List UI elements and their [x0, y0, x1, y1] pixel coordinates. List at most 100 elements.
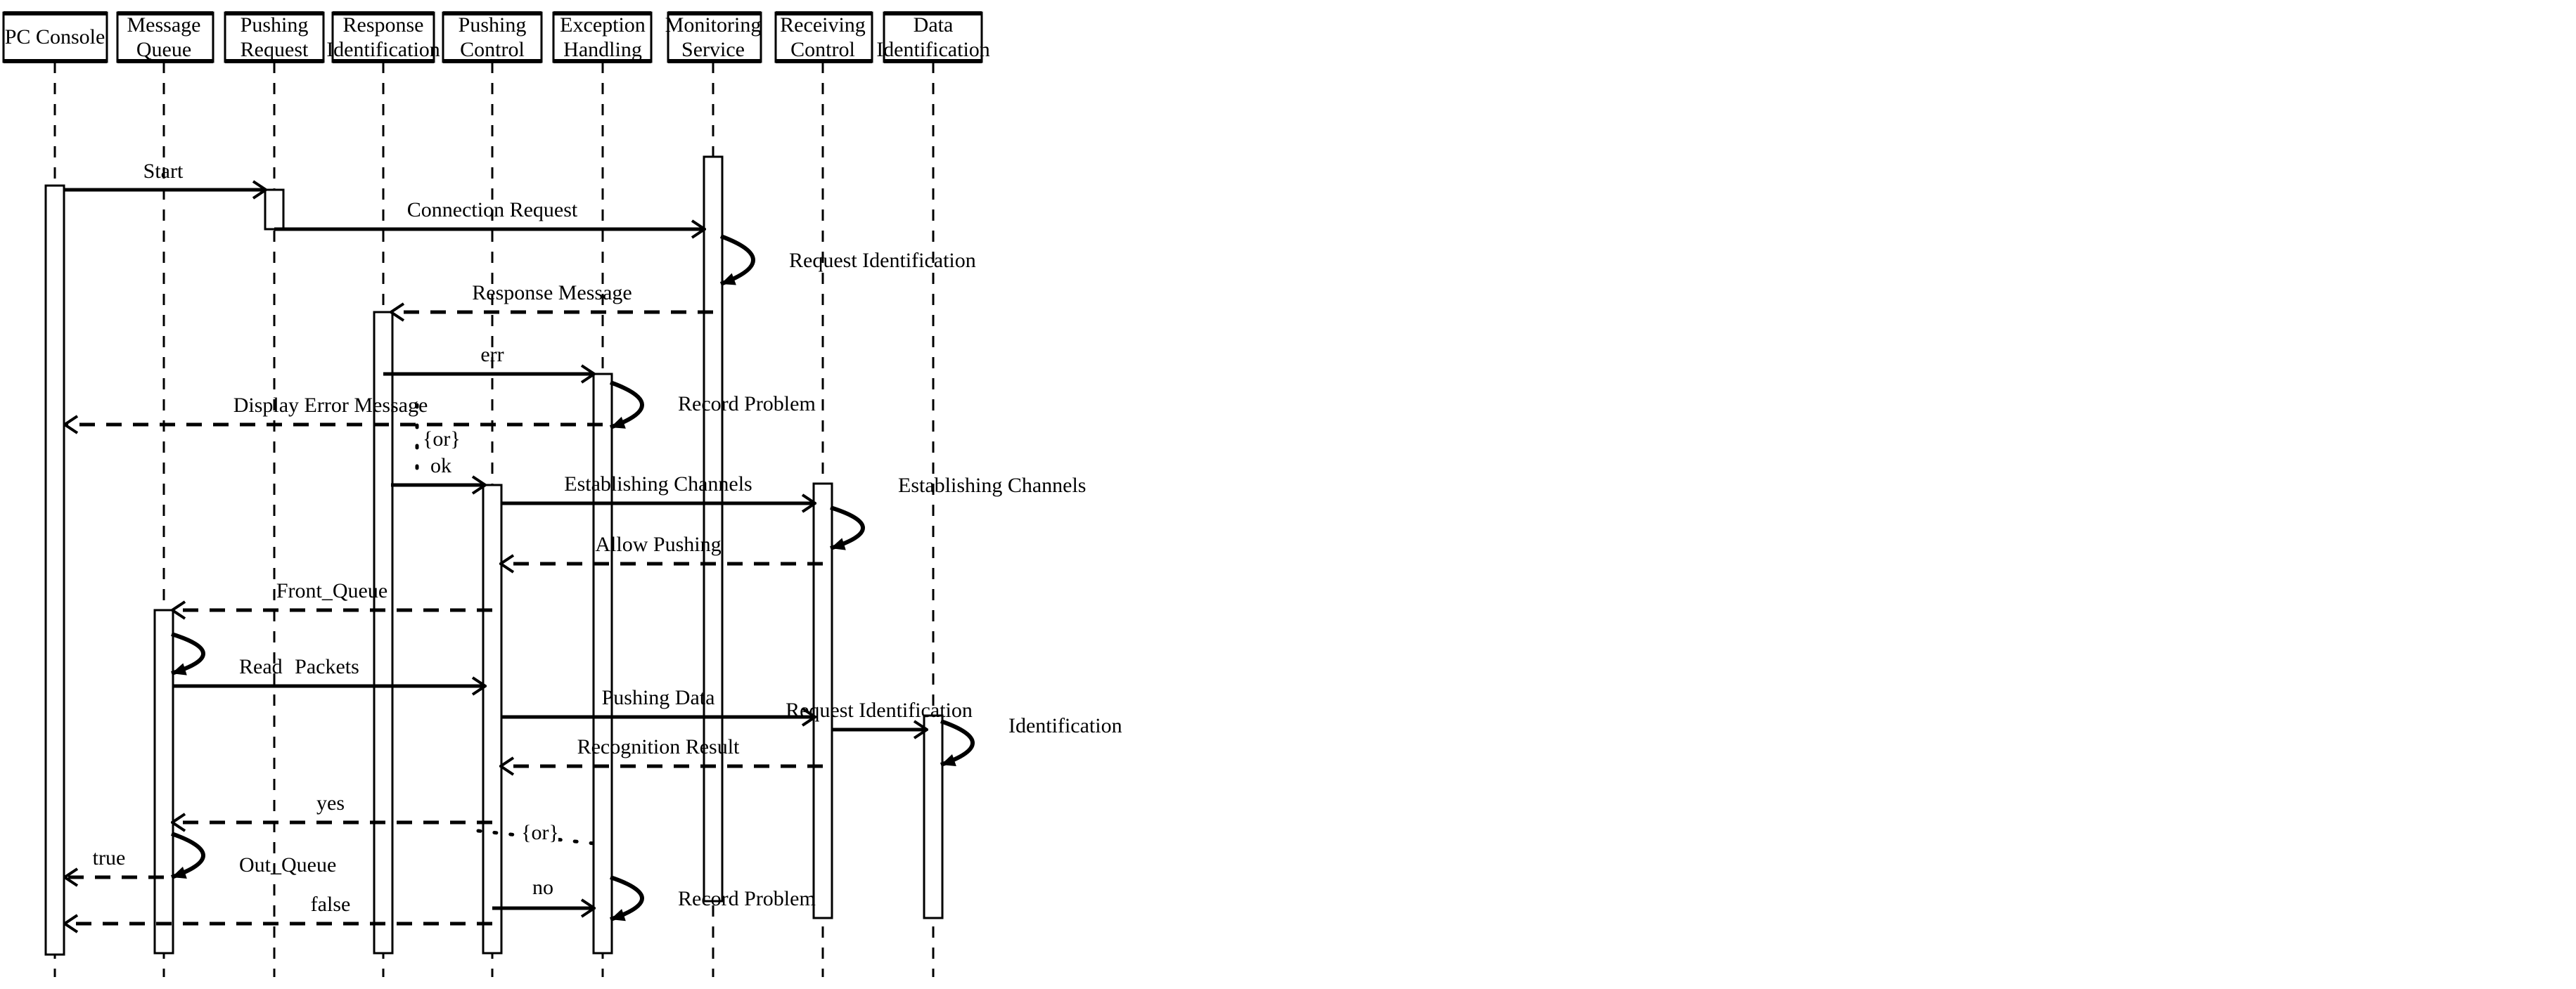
- message-label: Response Message: [472, 281, 632, 304]
- self-message-arc: [940, 719, 975, 767]
- message-label: false: [311, 893, 351, 916]
- message-label: Start: [143, 160, 184, 183]
- msg-false[interactable]: false: [65, 893, 492, 924]
- lifeline-label-line2: Handling: [563, 38, 642, 61]
- message-label: Request Identification: [786, 699, 973, 722]
- msg-start[interactable]: Start: [65, 160, 266, 190]
- or-label: {or}: [521, 821, 559, 844]
- self-message-label: Identification: [1008, 714, 1122, 737]
- self-message-label: Record Problem: [678, 392, 816, 415]
- self-message-label: Record Problem: [678, 887, 816, 910]
- self-message-label: Establishing Channels: [898, 474, 1086, 497]
- act-pushing-control[interactable]: [482, 484, 503, 955]
- act-response-identification[interactable]: [373, 311, 394, 955]
- message-label: Display Error Message: [233, 394, 428, 417]
- act-data-identification[interactable]: [923, 714, 944, 919]
- lifeline-label-line2: Request: [241, 38, 309, 61]
- act-pushing-request-small[interactable]: [264, 188, 285, 231]
- lifeline-box[interactable]: [883, 11, 983, 63]
- self-request-identification-mon[interactable]: Request Identification: [719, 234, 976, 286]
- self-message-arc: [171, 832, 205, 879]
- lifeline-label-line1: Exception: [560, 13, 646, 37]
- msg-pushing-data[interactable]: Pushing Data: [501, 686, 815, 717]
- msg-no[interactable]: no: [492, 876, 594, 908]
- message-label: true: [93, 846, 126, 870]
- msg-packets[interactable]: Packets: [172, 655, 485, 686]
- msg-front-queue[interactable]: Front_Queue: [172, 579, 492, 610]
- message-label: Allow Pushing: [595, 533, 721, 556]
- lifeline-label: PC Console: [5, 25, 105, 49]
- act-monitoring-service[interactable]: [703, 155, 724, 903]
- self-message-arc: [609, 380, 644, 429]
- msg-true[interactable]: true: [65, 846, 164, 877]
- self-establishing-channels[interactable]: Establishing Channels: [830, 474, 1086, 550]
- lifeline-label-line1: Pushing: [459, 13, 527, 37]
- or-dotted-line: [476, 829, 596, 846]
- self-record-problem-2[interactable]: Record Problem: [610, 875, 816, 922]
- lifeline-label-line2: Control: [460, 38, 525, 61]
- message-label: yes: [316, 791, 345, 815]
- lifeline-head-pc-console[interactable]: PC Console: [2, 11, 108, 63]
- msg-yes[interactable]: yes: [172, 791, 492, 822]
- lifeline-box[interactable]: [774, 11, 873, 63]
- self-message-arc: [719, 234, 755, 286]
- lifeline-label-line1: Pushing: [241, 13, 309, 37]
- act-pc-console[interactable]: [44, 184, 65, 956]
- msg-response-message[interactable]: Response Message: [391, 281, 713, 312]
- msg-request-identification[interactable]: Request Identification: [786, 699, 973, 730]
- message-label: no: [532, 876, 553, 899]
- lifeline-label-line1: Data: [914, 13, 954, 37]
- message-label: Establishing Channels: [564, 472, 752, 496]
- message-label: Connection Request: [407, 198, 578, 221]
- msg-connection-request[interactable]: Connection Request: [274, 198, 705, 229]
- self-message-arc: [610, 875, 644, 922]
- self-message-arc: [830, 505, 865, 550]
- lifeline-label-line2: Identification: [326, 38, 440, 61]
- act-receiving-control[interactable]: [812, 482, 833, 919]
- msg-display-error-message[interactable]: Display Error Message: [65, 394, 603, 425]
- msg-err[interactable]: err: [383, 343, 594, 374]
- msg-allow-pushing[interactable]: Allow Pushing: [501, 533, 823, 564]
- self-message-label: Read: [239, 655, 283, 678]
- lifeline-label-line1: Receiving: [780, 13, 866, 37]
- self-record-problem-1[interactable]: Record Problem: [609, 380, 816, 429]
- self-out-queue[interactable]: Out_Queue: [171, 832, 336, 879]
- lifeline-label-line2: Service: [681, 38, 745, 61]
- message-label: Recognition Result: [577, 735, 740, 758]
- lifeline-label-line2: Control: [790, 38, 855, 61]
- message-label: Packets: [295, 655, 359, 678]
- lifeline-label-line2: Identification: [876, 38, 990, 61]
- msg-ok[interactable]: ok: [391, 454, 485, 485]
- message-label: Front_Queue: [276, 579, 387, 602]
- message-label: Pushing Data: [602, 686, 715, 709]
- lifeline-label-line1: Monitoring: [665, 13, 762, 37]
- lifeline-label-line2: Queue: [136, 38, 191, 61]
- self-message-arc: [171, 632, 205, 676]
- or-label: {or}: [423, 427, 461, 451]
- lifeline-box[interactable]: [2, 11, 108, 63]
- lifeline-label-line1: Response: [343, 13, 424, 37]
- msg-establishing-channels[interactable]: Establishing Channels: [501, 472, 815, 503]
- message-label: err: [480, 343, 504, 366]
- act-exception-handling-1[interactable]: [592, 373, 613, 955]
- lifeline-label-line1: Message: [127, 13, 201, 37]
- act-message-queue[interactable]: [153, 609, 174, 955]
- self-message-label: Request Identification: [789, 249, 976, 272]
- self-message-label: Out_Queue: [239, 853, 336, 877]
- or-separator-top: {or}: [415, 403, 461, 483]
- lifeline-box[interactable]: [552, 11, 653, 63]
- msg-recognition-result[interactable]: Recognition Result: [501, 735, 823, 766]
- lifeline-box[interactable]: [667, 11, 762, 63]
- self-identification[interactable]: Identification: [940, 714, 1122, 767]
- self-read[interactable]: Read: [171, 632, 283, 678]
